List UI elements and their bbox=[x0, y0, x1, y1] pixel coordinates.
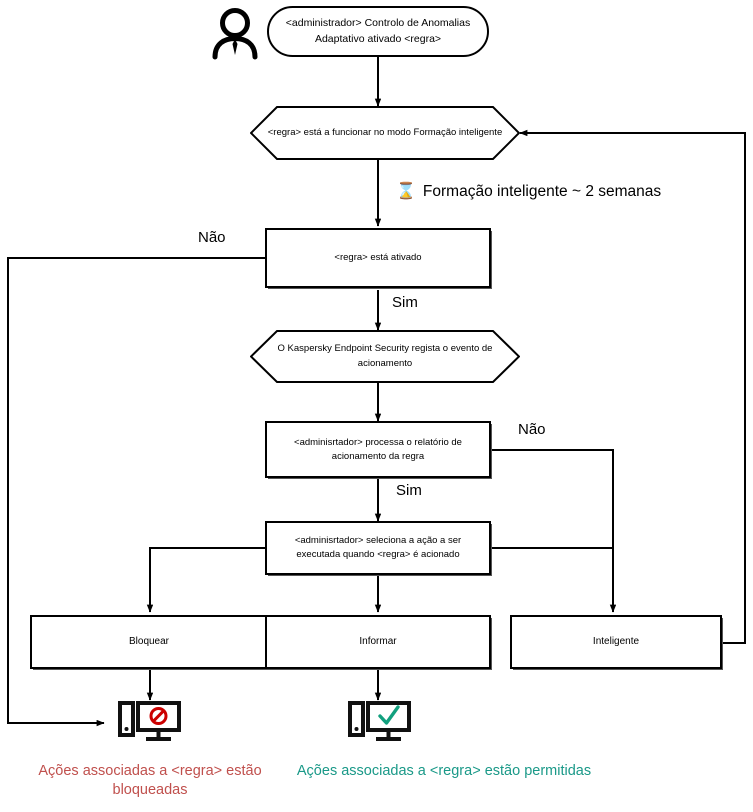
node-training-mode[interactable]: <regra> está a funcionar no modo Formaçã… bbox=[250, 106, 520, 160]
computer-allowed-icon bbox=[348, 700, 412, 746]
caption-blocked: Ações associadas a <regra> estão bloquea… bbox=[38, 763, 262, 799]
edge-label-rule-enabled-yes: Sim bbox=[392, 294, 418, 311]
node-action-smart-label: Inteligente bbox=[592, 635, 640, 647]
hourglass-icon: ⌛ bbox=[396, 183, 416, 200]
edge-label-admin-report-yes: Sim bbox=[396, 482, 422, 499]
node-kes-logs[interactable]: O Kaspersky Endpoint Security regista o … bbox=[250, 330, 520, 383]
node-start-label: <administrador> Controlo de Anomalias Ad… bbox=[285, 16, 471, 45]
training-duration-annotation: ⌛ Formação inteligente ~ 2 semanas bbox=[396, 183, 661, 201]
node-action-smart[interactable]: Inteligente bbox=[510, 615, 722, 669]
training-duration-text: Formação inteligente ~ 2 semanas bbox=[422, 183, 662, 200]
node-action-inform[interactable]: Informar bbox=[265, 615, 491, 669]
person-icon bbox=[207, 6, 263, 60]
node-kes-logs-label: O Kaspersky Endpoint Security regista o … bbox=[277, 343, 493, 369]
node-rule-enabled-label: <regra> está ativado bbox=[334, 252, 422, 264]
node-admin-report-label: <adminisrtador> processa o relatório de … bbox=[294, 436, 462, 462]
node-start[interactable]: <administrador> Controlo de Anomalias Ad… bbox=[267, 6, 489, 57]
computer-blocked-icon bbox=[118, 700, 182, 746]
node-action-block[interactable]: Bloquear bbox=[30, 615, 268, 669]
node-admin-report[interactable]: <adminisrtador> processa o relatório de … bbox=[265, 421, 491, 478]
node-rule-enabled[interactable]: <regra> está ativado bbox=[265, 228, 491, 288]
node-training-mode-label: <regra> está a funcionar no modo Formaçã… bbox=[267, 126, 503, 138]
node-admin-select-action-label: <adminisrtador> seleciona a ação a ser e… bbox=[294, 535, 462, 560]
node-action-inform-label: Informar bbox=[359, 635, 397, 647]
node-action-block-label: Bloquear bbox=[128, 635, 170, 647]
edge-label-rule-enabled-no: Não bbox=[198, 229, 226, 246]
caption-allowed: Ações associadas a <regra> estão permiti… bbox=[296, 763, 592, 779]
node-admin-select-action[interactable]: <adminisrtador> seleciona a ação a ser e… bbox=[265, 521, 491, 575]
edge-label-admin-report-no: Não bbox=[518, 421, 546, 438]
